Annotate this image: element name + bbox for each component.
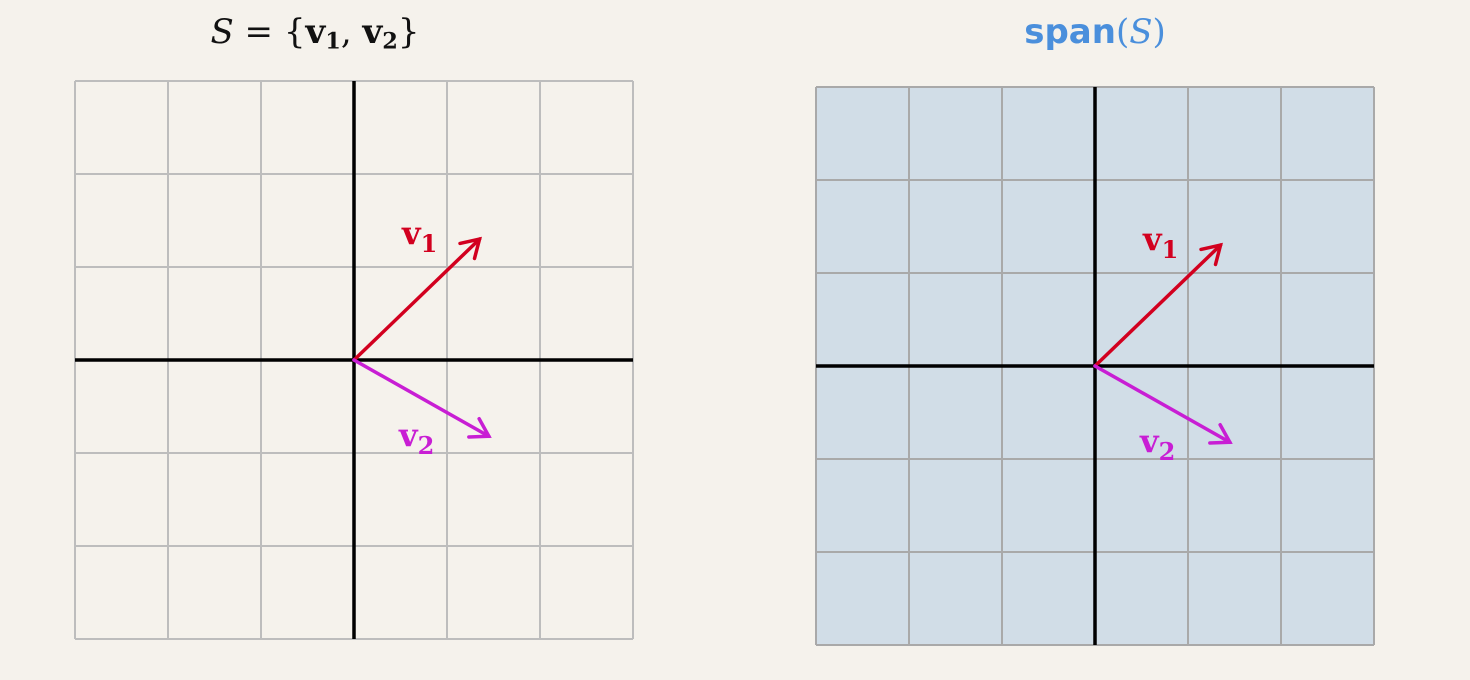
close-paren: )	[1152, 12, 1166, 52]
left-v2-label: v2	[398, 416, 434, 460]
left-panel: v1 v2	[74, 80, 634, 640]
left-v2-arrow-shaft	[352, 358, 491, 439]
right-v2-arrow-head	[1208, 423, 1233, 445]
left-v2-arrow-head	[467, 417, 492, 439]
vector-v1-subscript: 1	[325, 28, 341, 55]
vector-v2-subscript: 2	[382, 28, 398, 55]
left-v1-label: v1	[401, 214, 437, 258]
right-v2-arrow-shaft	[1093, 364, 1232, 445]
equals-brace: = {	[233, 12, 306, 52]
right-v1-label: v1	[1142, 220, 1178, 264]
span-set-name: S	[1129, 12, 1153, 52]
set-name-s: S	[210, 12, 234, 52]
vector-v1-symbol: v	[305, 12, 326, 52]
span-word: span	[1024, 12, 1116, 52]
right-v1-arrow-head	[1199, 242, 1223, 267]
right-title: span(S)	[930, 6, 1260, 58]
right-v2-label: v2	[1139, 422, 1175, 466]
right-v1-arrow-shaft	[1093, 243, 1223, 368]
left-title: S = {v1, v2}	[130, 6, 500, 58]
right-panel: v1 v2	[815, 86, 1375, 646]
close-brace: }	[397, 12, 420, 52]
vector-v2-symbol: v	[362, 12, 383, 52]
comma: ,	[340, 12, 363, 52]
left-v1-arrow-head	[458, 236, 482, 261]
left-v1-arrow-shaft	[352, 237, 482, 362]
open-paren: (	[1115, 12, 1130, 52]
